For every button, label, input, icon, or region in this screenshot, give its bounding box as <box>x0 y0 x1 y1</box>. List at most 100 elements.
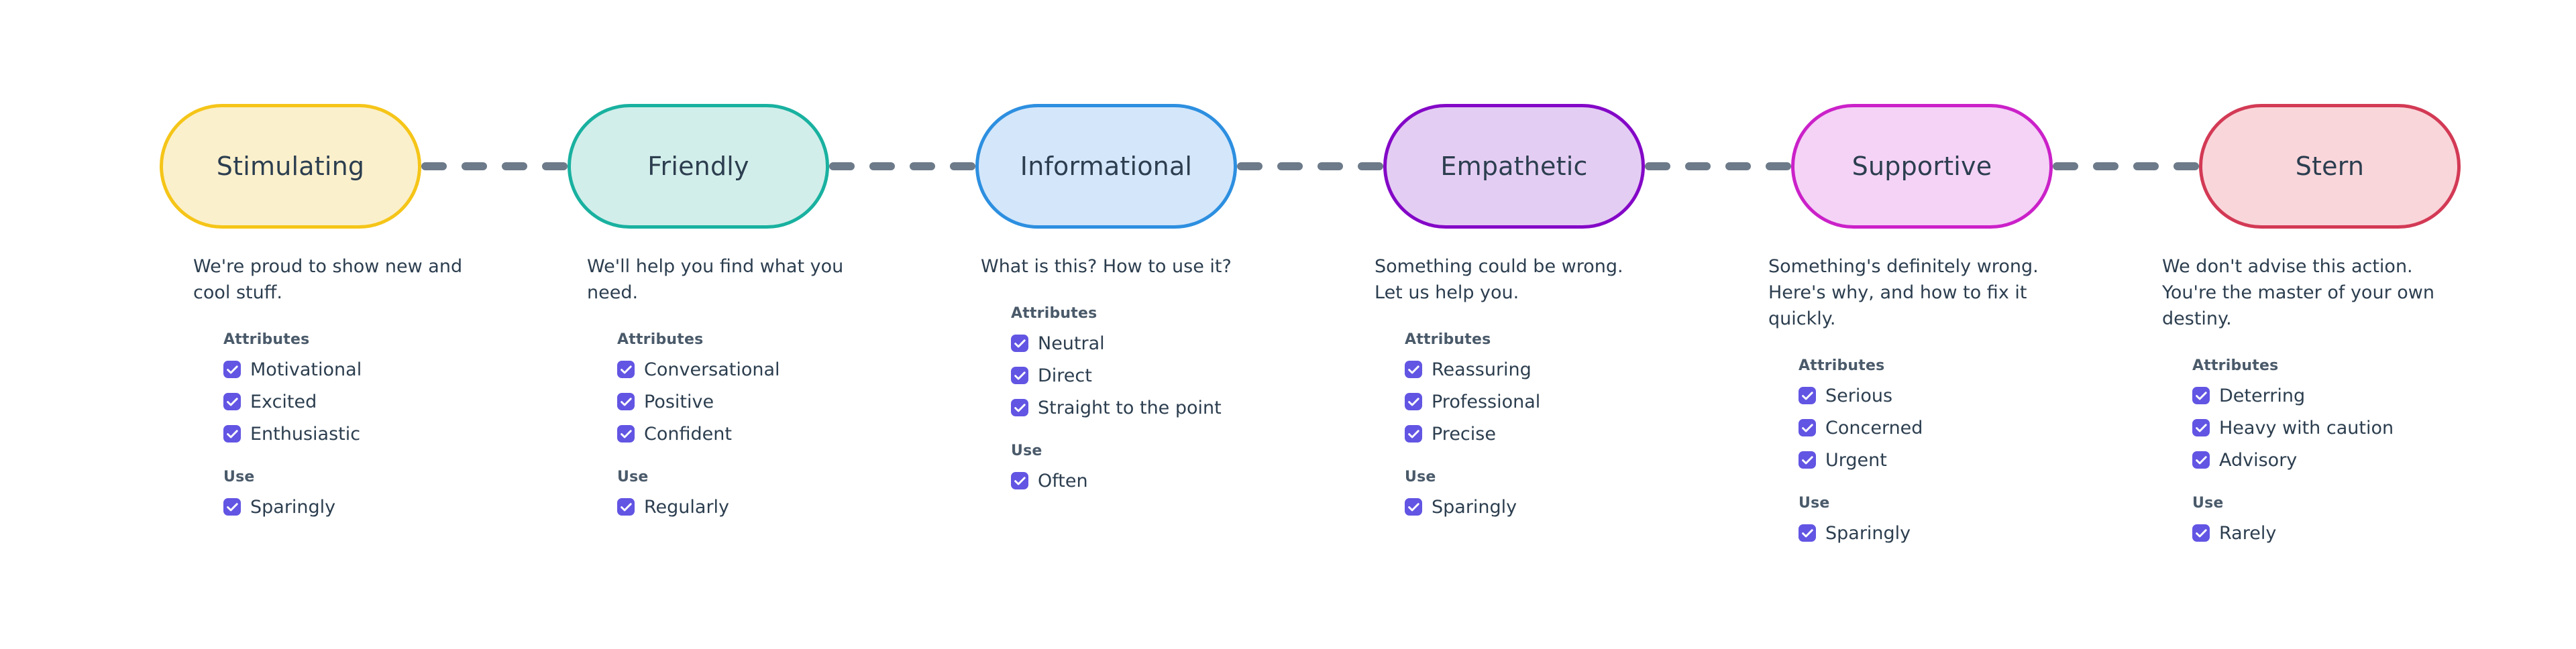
use-label: Sparingly <box>250 496 336 518</box>
checkbox-row[interactable]: Concerned <box>1799 412 1996 444</box>
checkbox-checked-icon[interactable] <box>2192 451 2210 469</box>
checkbox-row[interactable]: Often <box>1011 465 1209 497</box>
checkbox-checked-icon[interactable] <box>1405 425 1422 442</box>
checkbox-checked-icon[interactable] <box>223 361 241 378</box>
dash-segment <box>1766 162 1791 170</box>
tone-pill-label: Stimulating <box>216 152 365 181</box>
dash-segment <box>2133 162 2159 170</box>
use-label: Sparingly <box>1432 496 1517 518</box>
checkbox-row[interactable]: Precise <box>1405 418 1603 450</box>
dash-segment <box>462 162 487 170</box>
checkbox-checked-icon[interactable] <box>2192 419 2210 436</box>
checkbox-row[interactable]: Professional <box>1405 386 1603 418</box>
tone-pill-stimulating[interactable]: Stimulating <box>160 104 421 229</box>
checkbox-row[interactable]: Conversational <box>617 353 815 386</box>
checkbox-checked-icon[interactable] <box>2192 524 2210 542</box>
checkbox-checked-icon[interactable] <box>1011 367 1028 384</box>
tone-column-stimulating: We're proud to show new and cool stuff.A… <box>160 253 462 549</box>
tone-description: What is this? How to use it? <box>981 256 1232 277</box>
attribute-label: Urgent <box>1825 449 1887 471</box>
checkbox-row[interactable]: Excited <box>223 386 421 418</box>
checkbox-row[interactable]: Confident <box>617 418 815 450</box>
checkbox-checked-icon[interactable] <box>1799 419 1816 436</box>
checkbox-checked-icon[interactable] <box>1405 498 1422 516</box>
checkbox-checked-icon[interactable] <box>223 393 241 410</box>
checkbox-row[interactable]: Straight to the point <box>1011 392 1222 424</box>
use-heading: Use <box>1799 495 1830 512</box>
checkbox-checked-icon[interactable] <box>223 498 241 516</box>
checkbox-row[interactable]: Motivational <box>223 353 421 386</box>
checkbox-row[interactable]: Regularly <box>617 491 815 523</box>
attribute-label: Serious <box>1825 385 1893 406</box>
checkbox-row[interactable]: Sparingly <box>223 491 421 523</box>
checkbox-row[interactable]: Rarely <box>2192 517 2390 549</box>
tone-pill-informational[interactable]: Informational <box>975 104 1237 229</box>
dash-segment <box>869 162 895 170</box>
checkbox-row[interactable]: Sparingly <box>1799 517 1996 549</box>
tone-pill-empathetic[interactable]: Empathetic <box>1383 104 1645 229</box>
use-heading: Use <box>223 469 255 485</box>
use-heading: Use <box>1011 442 1042 459</box>
tone-pill-label: Friendly <box>647 152 749 181</box>
checkbox-checked-icon[interactable] <box>617 498 635 516</box>
checkbox-row[interactable]: Heavy with caution <box>2192 412 2394 444</box>
checkbox-checked-icon[interactable] <box>2192 387 2210 404</box>
checkbox-checked-icon[interactable] <box>617 393 635 410</box>
tone-detail-columns: We're proud to show new and cool stuff.A… <box>160 253 2434 549</box>
checkbox-row[interactable]: Sparingly <box>1405 491 1603 523</box>
checkbox-row[interactable]: Serious <box>1799 379 1996 412</box>
checkbox-row[interactable]: Positive <box>617 386 815 418</box>
dash-segment <box>421 162 447 170</box>
dashed-line-icon <box>1645 104 1791 229</box>
checkbox-checked-icon[interactable] <box>1799 387 1816 404</box>
tone-pill-label: Empathetic <box>1440 152 1588 181</box>
checkbox-checked-icon[interactable] <box>1799 524 1816 542</box>
attributes-heading: Attributes <box>1011 305 1097 322</box>
attributes-heading: Attributes <box>223 331 310 348</box>
use-label: Often <box>1038 470 1088 491</box>
use-label: Regularly <box>644 496 730 518</box>
attributes-heading: Attributes <box>1799 357 1885 374</box>
tone-pill-stern[interactable]: Stern <box>2199 104 2461 229</box>
tone-pill-label: Informational <box>1020 152 1193 181</box>
checkbox-checked-icon[interactable] <box>617 425 635 442</box>
checkbox-checked-icon[interactable] <box>1011 335 1028 352</box>
attribute-label: Deterring <box>2219 385 2306 406</box>
checkbox-checked-icon[interactable] <box>223 425 241 442</box>
checkbox-checked-icon[interactable] <box>617 361 635 378</box>
attribute-label: Straight to the point <box>1038 397 1222 418</box>
checkbox-row[interactable]: Urgent <box>1799 444 1996 476</box>
dashed-line-icon <box>421 104 568 229</box>
checkbox-row[interactable]: Deterring <box>2192 379 2390 412</box>
use-label: Sparingly <box>1825 522 1911 544</box>
dash-segment <box>502 162 527 170</box>
checkbox-row[interactable]: Advisory <box>2192 444 2390 476</box>
tone-pill-supportive[interactable]: Supportive <box>1791 104 2053 229</box>
tone-pill-friendly[interactable]: Friendly <box>568 104 829 229</box>
dash-segment <box>2093 162 2118 170</box>
checkbox-checked-icon[interactable] <box>1799 451 1816 469</box>
use-heading: Use <box>617 469 649 485</box>
dash-segment <box>829 162 855 170</box>
attribute-label: Neutral <box>1038 333 1105 354</box>
attribute-label: Conversational <box>644 359 780 380</box>
tone-column-supportive: Something's definitely wrong. Here's why… <box>1735 253 2039 549</box>
checkbox-checked-icon[interactable] <box>1011 472 1028 489</box>
checkbox-checked-icon[interactable] <box>1405 393 1422 410</box>
attribute-label: Heavy with caution <box>2219 417 2394 438</box>
checkbox-row[interactable]: Reassuring <box>1405 353 1603 386</box>
use-label: Rarely <box>2219 522 2277 544</box>
attribute-label: Direct <box>1038 365 1092 386</box>
checkbox-row[interactable]: Enthusiastic <box>223 418 421 450</box>
dashed-line-icon <box>2053 104 2199 229</box>
checkbox-row[interactable]: Neutral <box>1011 327 1209 359</box>
checkbox-checked-icon[interactable] <box>1011 399 1028 416</box>
attributes-heading: Attributes <box>617 331 704 348</box>
checkbox-checked-icon[interactable] <box>1405 361 1422 378</box>
checkbox-row[interactable]: Direct <box>1011 359 1209 392</box>
